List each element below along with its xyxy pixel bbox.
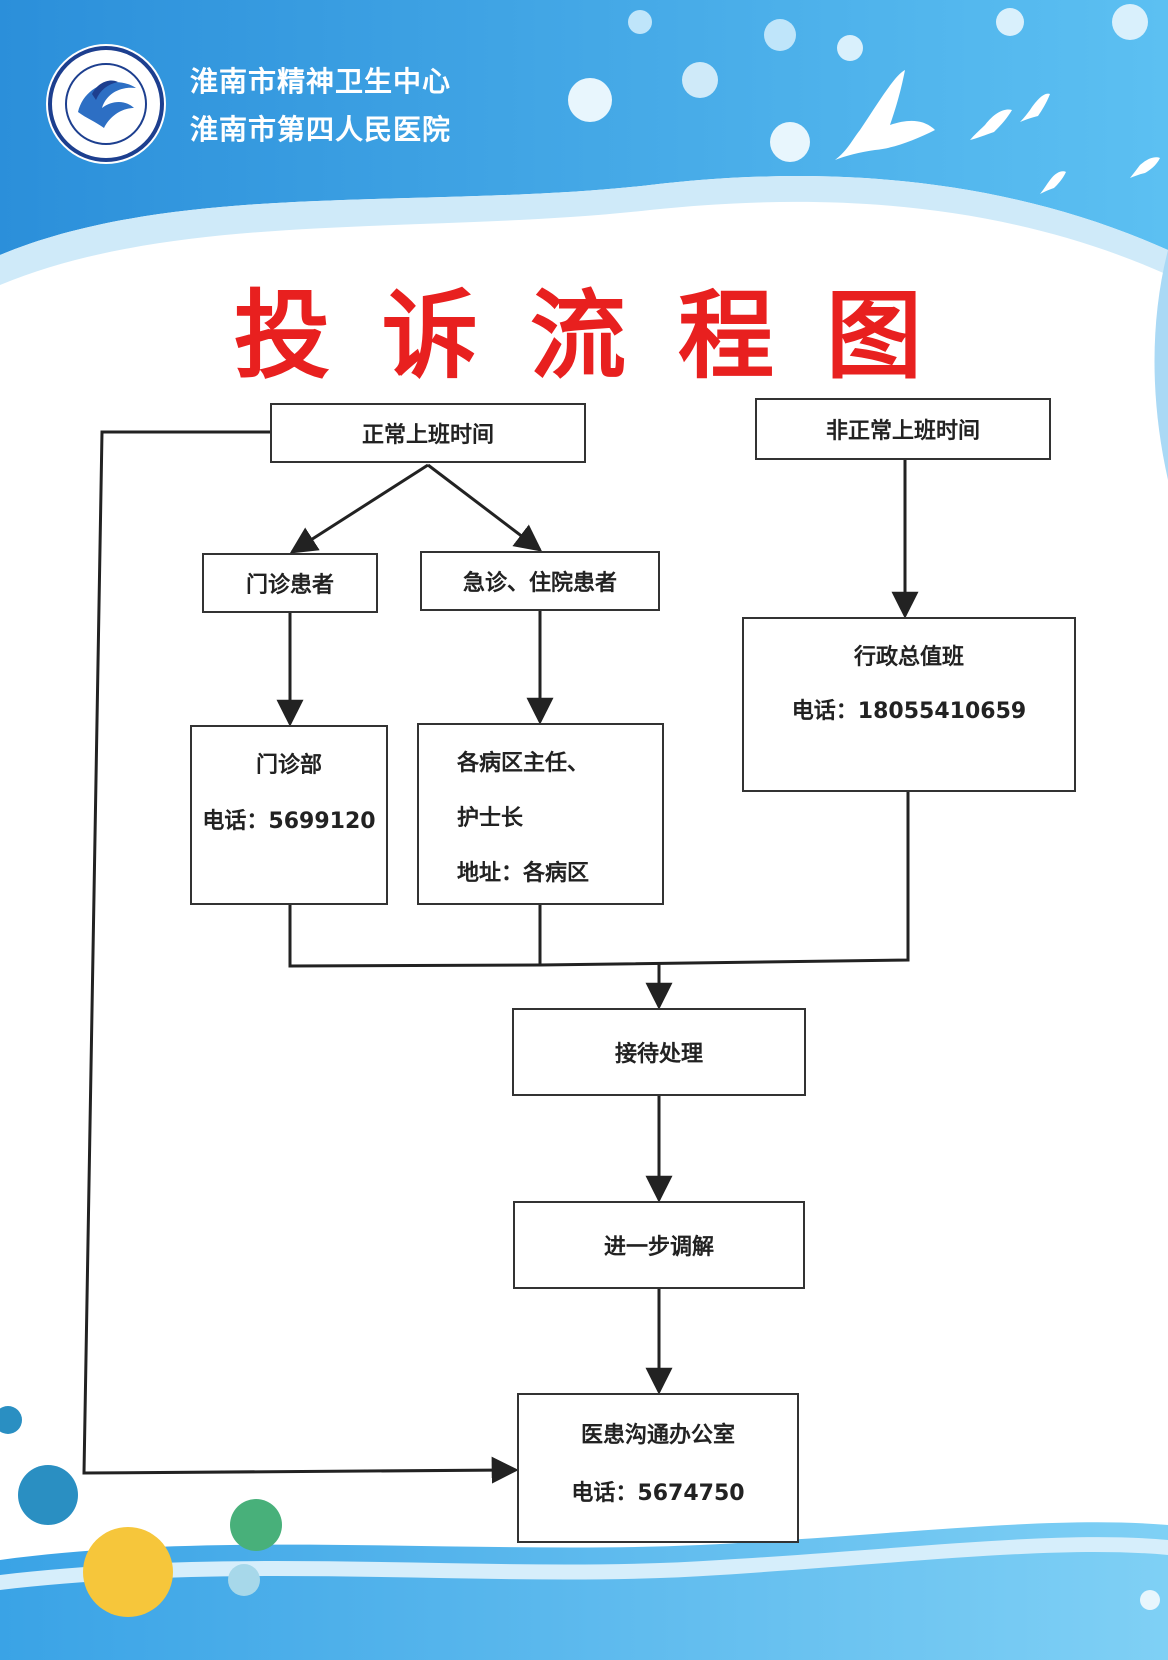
bubble [682, 62, 718, 98]
org-name-primary: 淮南市精神卫生中心 [190, 65, 452, 98]
bubble [1140, 1590, 1160, 1610]
node-admin-duty: 行政总值班 电话：18055410659 [742, 617, 1076, 792]
node-emergency-inpatients-label: 急诊、住院患者 [462, 571, 617, 596]
header-band [0, 0, 1168, 255]
page-title: 投诉流程图 [234, 280, 974, 392]
bubble [770, 122, 810, 162]
bubble [230, 1499, 282, 1551]
node-emergency-inpatients: 急诊、住院患者 [420, 551, 660, 611]
header-swoosh [0, 176, 1168, 285]
node-outpatients-label: 门诊患者 [245, 573, 334, 598]
bubble [83, 1527, 173, 1617]
comm-office-name: 医患沟通办公室 [580, 1423, 735, 1448]
bubble [568, 78, 612, 122]
node-mediation: 进一步调解 [513, 1201, 805, 1289]
node-normal-hours: 正常上班时间 [270, 403, 586, 463]
ward-heads-address: 地址：各病区 [457, 861, 590, 886]
bubble [764, 19, 796, 51]
arrow-to-emergency [427, 463, 543, 552]
ward-heads-line2: 护士长 [457, 806, 524, 831]
node-off-hours-label: 非正常上班时间 [825, 419, 980, 444]
bubble [628, 10, 652, 34]
admin-duty-phone: 电话：18055410659 [791, 699, 1027, 724]
admin-duty-name: 行政总值班 [853, 645, 964, 670]
bubble [837, 35, 863, 61]
node-outpatients: 门诊患者 [202, 553, 378, 613]
ward-heads-line1: 各病区主任、 [457, 751, 590, 776]
node-off-hours: 非正常上班时间 [755, 398, 1051, 460]
bubble [996, 8, 1024, 36]
bubble [1112, 4, 1148, 40]
bubble [18, 1465, 78, 1525]
node-reception-label: 接待处理 [614, 1042, 703, 1067]
comm-office-phone: 电话：5674750 [571, 1481, 745, 1506]
right-side-band [1154, 250, 1168, 480]
org-name-secondary: 淮南市第四人民医院 [190, 113, 452, 146]
node-outpatient-dept: 门诊部 电话：5699120 [190, 725, 388, 905]
node-comm-office: 医患沟通办公室 电话：5674750 [517, 1393, 799, 1543]
hospital-logo-icon [46, 44, 166, 164]
arrow-to-outpatients [289, 463, 429, 554]
footer-swoosh [0, 1537, 1168, 1590]
bubble [0, 1406, 22, 1434]
node-reception: 接待处理 [512, 1008, 806, 1096]
node-ward-heads: 各病区主任、 护士长 地址：各病区 [417, 723, 664, 905]
node-normal-hours-label: 正常上班时间 [361, 423, 494, 448]
bubble [228, 1564, 260, 1596]
node-mediation-label: 进一步调解 [603, 1235, 714, 1260]
outpatient-dept-name: 门诊部 [255, 753, 322, 778]
bypass-line [82, 430, 519, 1484]
outpatient-dept-phone: 电话：5699120 [202, 809, 376, 834]
dove-icon [835, 70, 1160, 194]
